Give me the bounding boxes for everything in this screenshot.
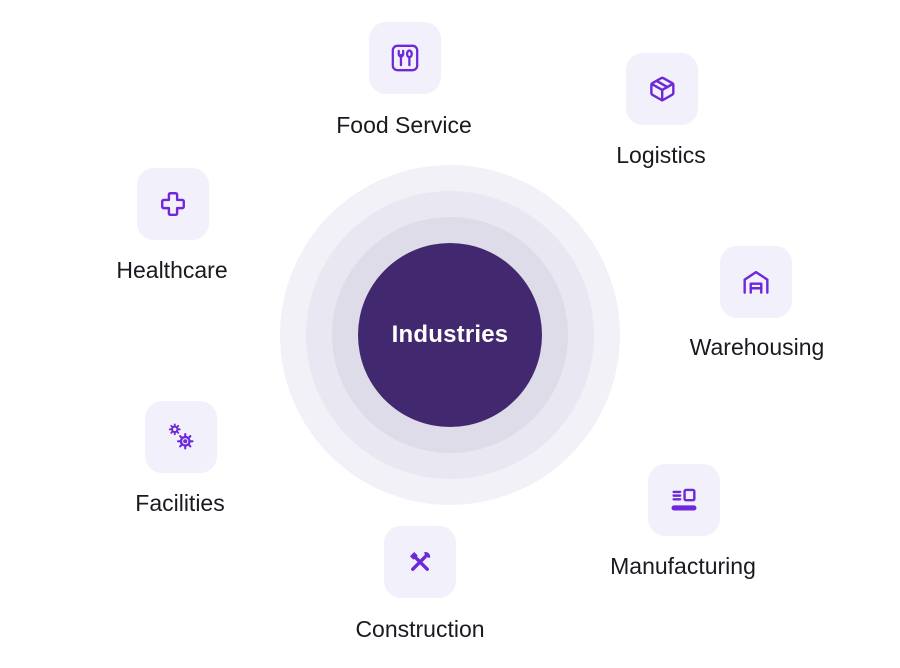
industry-label: Warehousing: [689, 334, 825, 360]
industry-label: Healthcare: [116, 257, 228, 283]
gears-icon: [168, 423, 194, 450]
manufacturing-tile[interactable]: [648, 464, 720, 536]
industry-label: Logistics: [616, 142, 706, 168]
industry-label: Food Service: [336, 112, 472, 138]
warehousing-tile[interactable]: [720, 246, 792, 318]
industry-label: Facilities: [135, 490, 225, 516]
hammer-wrench-icon: [409, 551, 431, 571]
medical-cross-icon: [161, 192, 185, 216]
hub-title: Industries: [391, 321, 509, 348]
hub-circle: Industries: [358, 243, 542, 427]
food-service-tile[interactable]: [369, 22, 441, 94]
industry-label: Construction: [355, 616, 485, 642]
assembly-line-icon: [671, 488, 697, 511]
warehouse-icon: [743, 270, 769, 294]
logistics-tile[interactable]: [626, 53, 698, 125]
construction-tile[interactable]: [384, 526, 456, 598]
facilities-tile[interactable]: [145, 401, 217, 473]
utensils-icon: [391, 44, 419, 72]
package-icon: [650, 76, 675, 102]
healthcare-tile[interactable]: [137, 168, 209, 240]
industry-label: Manufacturing: [610, 553, 756, 579]
